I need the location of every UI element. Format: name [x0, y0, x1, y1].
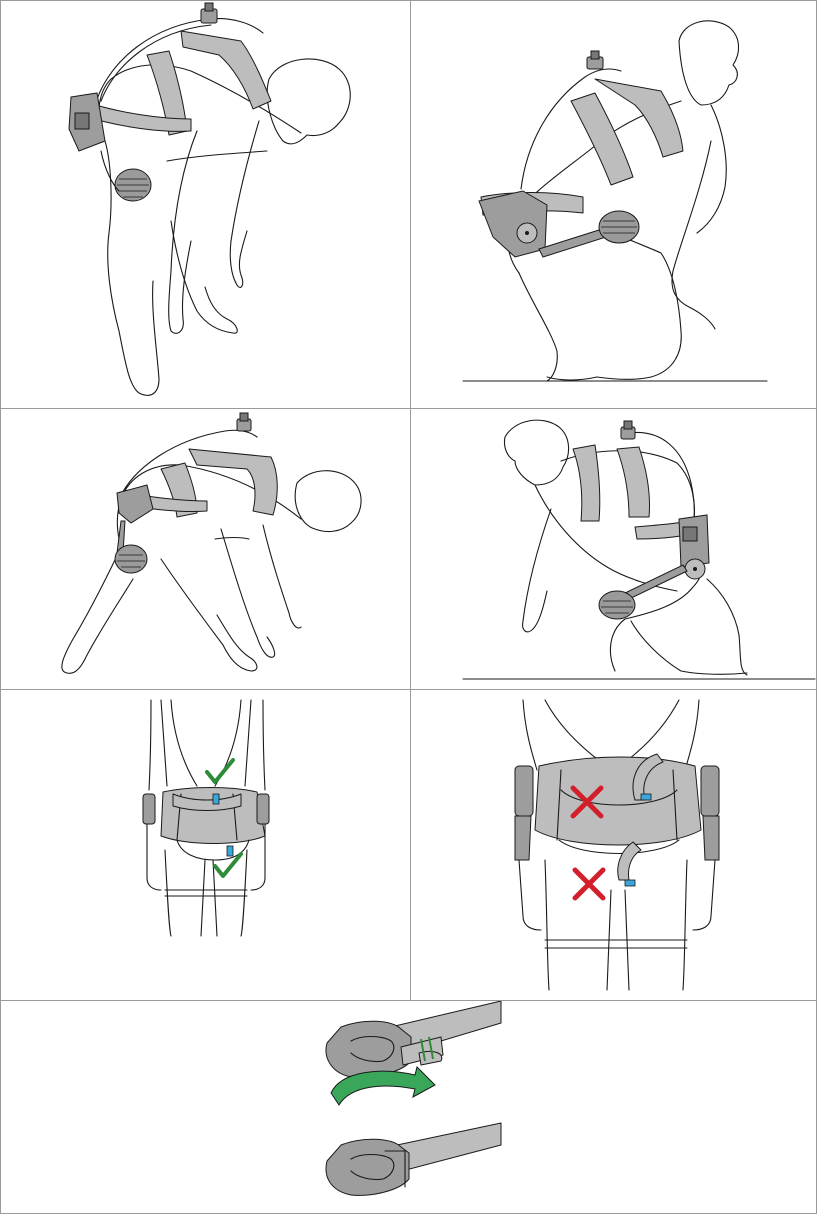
tab-marker: [625, 880, 635, 886]
panel-stooping-wide-stance: [1, 409, 410, 689]
figure-kneeling: [411, 409, 816, 689]
tab-marker: [213, 794, 219, 804]
figure-buckle-folding: [1, 1001, 816, 1213]
cross-icon: [575, 870, 603, 898]
tab-marker: [641, 794, 651, 800]
figure-stooping-wide-stance: [1, 409, 410, 689]
check-icon: [215, 854, 241, 876]
figure-belt-correct-fit: [1, 690, 410, 1000]
panel-squatting: [411, 1, 816, 408]
figure-squatting: [411, 1, 816, 408]
figure-belt-incorrect-fit: [411, 690, 816, 1000]
check-icon: [207, 760, 233, 782]
tab-marker: [227, 846, 233, 856]
panel-stooping-forward: [1, 1, 410, 408]
panel-belt-incorrect-fit: [411, 690, 816, 1000]
panel-belt-correct-fit: [1, 690, 410, 1000]
panel-kneeling: [411, 409, 816, 689]
panel-buckle-folding: [1, 1001, 816, 1213]
figure-stooping-forward: [1, 1, 410, 408]
